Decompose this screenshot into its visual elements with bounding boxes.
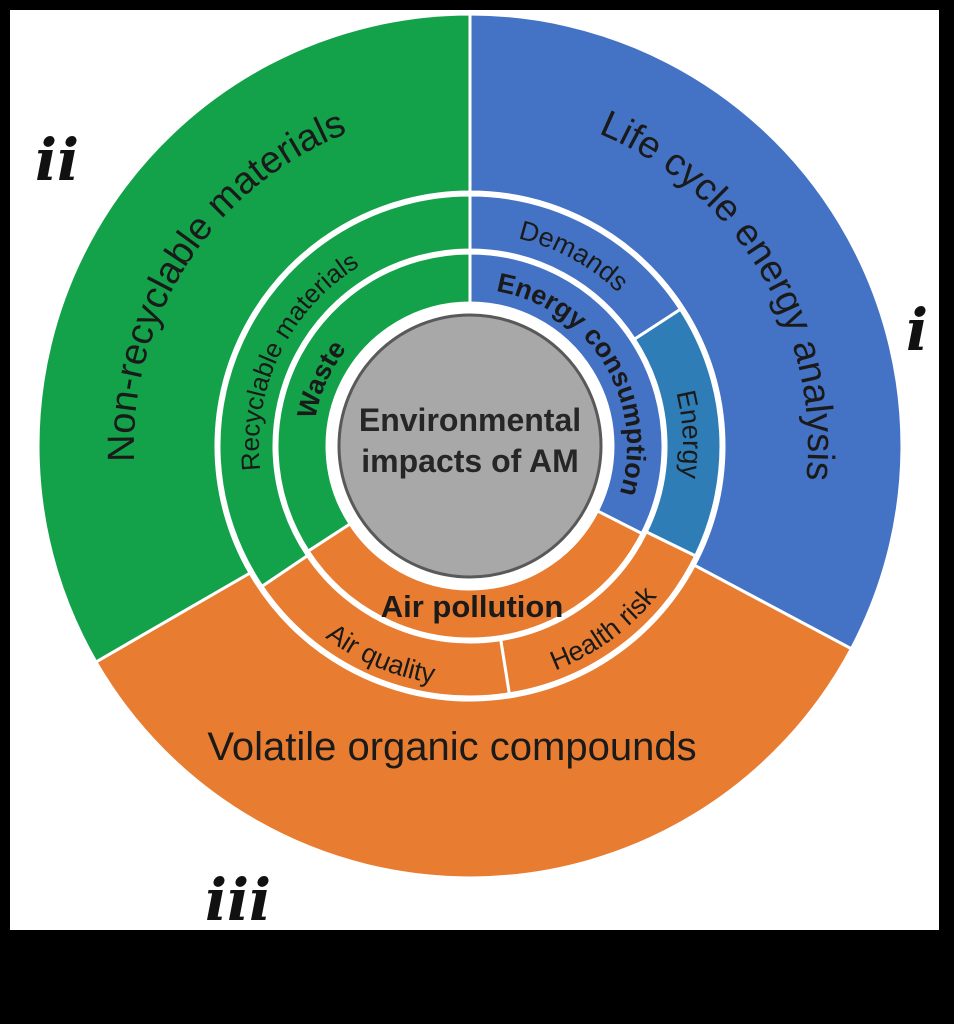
numeral-iii: iii	[205, 866, 271, 934]
segment-life-cycle-energy-analysis	[468, 12, 904, 651]
segment-non-recyclable-materials	[36, 12, 472, 664]
center-label-line2: impacts of AM	[361, 443, 579, 479]
label-volatile-organic-compounds: Volatile organic compounds	[207, 725, 696, 769]
segment-volatile-organic-compounds	[94, 563, 853, 880]
segment-recyclable-materials	[217, 193, 472, 588]
numeral-ii: ii	[35, 126, 79, 194]
numeral-i: i	[906, 296, 928, 364]
center-label-line1: Environmental	[359, 402, 581, 438]
center-circle	[337, 313, 603, 579]
bottom-black-bar	[0, 930, 954, 1024]
segment-waste	[275, 251, 472, 553]
segment-energy-consumption	[468, 251, 665, 536]
label-air-pollution: Air pollution	[381, 589, 564, 624]
